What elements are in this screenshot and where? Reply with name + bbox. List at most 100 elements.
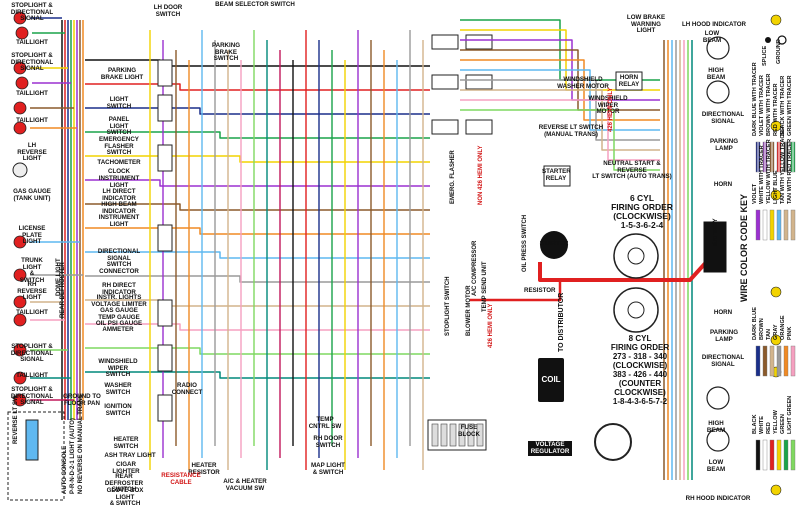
battery-label: BATTERY	[713, 218, 719, 246]
taillamp-icon	[13, 235, 27, 249]
legend-solid3-swatch	[769, 439, 775, 471]
splice-icon	[765, 37, 771, 43]
legend-solid2-name: DARK BLUE	[752, 307, 758, 340]
fuse	[476, 423, 484, 447]
dash-wire	[85, 83, 430, 91]
dash-label-10: DIRECTIONAL SIGNAL SWITCH CONNECTOR	[97, 248, 141, 275]
dash-wire	[85, 203, 430, 211]
resistance-cable-label: RESISTANCE CABLE	[161, 472, 201, 486]
connector-block	[157, 144, 173, 172]
taillamp-icon	[13, 61, 27, 75]
dash-wire	[85, 227, 430, 235]
connector-block	[157, 394, 173, 422]
fuse	[431, 423, 439, 447]
fuse	[449, 423, 457, 447]
legend-solid3-name: WHITE	[759, 415, 765, 434]
parking-lamp-top-label: PARKING LAMP	[709, 138, 739, 152]
engine-wire	[460, 109, 660, 171]
wiper-motor-label: WINDSHIELD WIPER MOTOR	[588, 95, 628, 116]
console-box	[7, 411, 65, 501]
gas-gauge-icon	[12, 162, 28, 178]
dash-label-5: CLOCK	[108, 168, 130, 175]
legend-solid3-name: RED	[766, 422, 772, 434]
starter-icon	[540, 231, 568, 259]
blower-motor-label: BLOWER MOTOR	[466, 285, 472, 336]
dash-wire	[85, 107, 430, 115]
legend-tracer-name: VIOLET WITH TRACER	[759, 75, 765, 136]
auto-console-label: AUTO CONSOLE	[62, 445, 68, 494]
left-label-5: LH REVERSE LIGHT	[17, 142, 47, 163]
left-label-7: LICENSE PLATE LIGHT	[18, 225, 46, 246]
dash-label-6: INSTRUMENT LIGHT	[98, 175, 140, 189]
dash-label-1: LIGHT SWITCH	[106, 96, 132, 110]
battery-cable	[538, 256, 712, 282]
legend-solid-name: VIOLET	[752, 183, 758, 204]
fuse	[458, 423, 466, 447]
legend-solid2-name: TAN	[766, 328, 772, 340]
legend-tracer-name: BROWN WITH TRACER	[766, 73, 772, 136]
indicator-lamp-icon	[770, 120, 782, 132]
dash-wire	[85, 347, 430, 355]
horn-relay-label: HORN RELAY	[618, 74, 640, 88]
lh-hood-indicator-label: LH HOOD INDICATOR	[681, 21, 747, 28]
bulkhead-connector	[465, 74, 493, 90]
dash-wire	[85, 323, 430, 331]
indicator-lamp-icon	[770, 484, 782, 496]
bulkhead-connector	[465, 119, 493, 135]
dome-light-label: DOME LIGHT	[56, 258, 62, 296]
rh-door-switch-label: RH DOOR SWITCH	[313, 435, 343, 449]
legend-solid3-swatch	[783, 439, 789, 471]
taillamp-icon	[13, 121, 27, 135]
reverse-lt-sw-label: REVERSE LT SW	[13, 395, 19, 444]
dash-label-16: IGNITION SWITCH	[104, 403, 132, 417]
bulkhead-connector	[431, 119, 459, 135]
hemi-only-top-label: 426 HEMI ONLY	[608, 87, 614, 132]
left-label-8: TRUNK LIGHT & SWITCH	[19, 257, 45, 284]
dash-label-9: INSTRUMENT LIGHT	[98, 214, 140, 228]
rh-hood-indicator-label: RH HOOD INDICATOR	[685, 495, 751, 502]
dash-label-17: HEATER SWITCH	[113, 436, 139, 450]
legend-solid2-swatch	[769, 345, 775, 377]
headlamp-icon	[706, 428, 730, 452]
legend-tracer-name: RED WITH TRACER	[773, 83, 779, 136]
temp-send-unit-label: TEMP SEND UNIT	[482, 261, 488, 312]
prnd-light-label: P-R-N-D-2-1 LIGHT (AUTO)	[70, 418, 76, 494]
legend-solid2-swatch	[776, 345, 782, 377]
legend-solid2-name: GRAY	[773, 324, 779, 340]
taillamp-icon	[13, 313, 27, 327]
hemi-only-bottom-label: 426 HEMI ONLY	[488, 303, 494, 348]
dash-label-0: PARKING BRAKE LIGHT	[100, 67, 144, 81]
horn-relay-icon	[615, 71, 643, 91]
engine-wire	[460, 89, 660, 151]
legend-solid2-swatch	[755, 345, 761, 377]
bulkhead-connector	[431, 74, 459, 90]
legend-solid-name: WHITE WITH TRACER	[759, 145, 765, 204]
legend-splice: SPLICE	[762, 45, 768, 66]
high-beam-top-label: HIGH BEAM	[706, 67, 726, 81]
legend-solid-swatch	[783, 209, 789, 241]
dash-label-15: WASHER SWITCH	[104, 382, 132, 396]
low-brake-warning-label: LOW BRAKE WARNING LIGHT	[626, 14, 666, 35]
legend-solid2-swatch	[783, 345, 789, 377]
reverse-lt-switch-label: REVERSE LT SWITCH (MANUAL TRANS)	[538, 124, 604, 138]
legend-solid-swatch	[776, 209, 782, 241]
parking-brake-switch-label: PARKING BRAKE SWITCH	[211, 42, 241, 63]
parking-lamp-bottom-label: PARKING LAMP	[709, 329, 739, 343]
left-label-3: TAILLIGHT	[16, 90, 48, 97]
indicator-lamp-icon	[770, 286, 782, 298]
dash-wire	[85, 275, 430, 283]
legend-solid3-swatch	[755, 439, 761, 471]
alternator-icon	[594, 423, 632, 461]
headlamp-icon	[706, 36, 730, 60]
taillamp-icon	[13, 11, 27, 25]
legend-solid3-name: GREEN	[780, 414, 786, 434]
taillamp-icon	[15, 76, 29, 90]
heater-resistor-label: HEATER RESISTOR	[188, 462, 220, 476]
legend-solid3-name: BLACK	[752, 414, 758, 434]
left-label-11: STOPLIGHT & DIRECTIONAL SIGNAL	[10, 343, 54, 364]
stoplight-switch-label: STOPLIGHT SWITCH	[445, 276, 451, 336]
legend-solid3-name: YELLOW	[773, 410, 779, 434]
reverse-light-switch-icon	[25, 419, 39, 461]
